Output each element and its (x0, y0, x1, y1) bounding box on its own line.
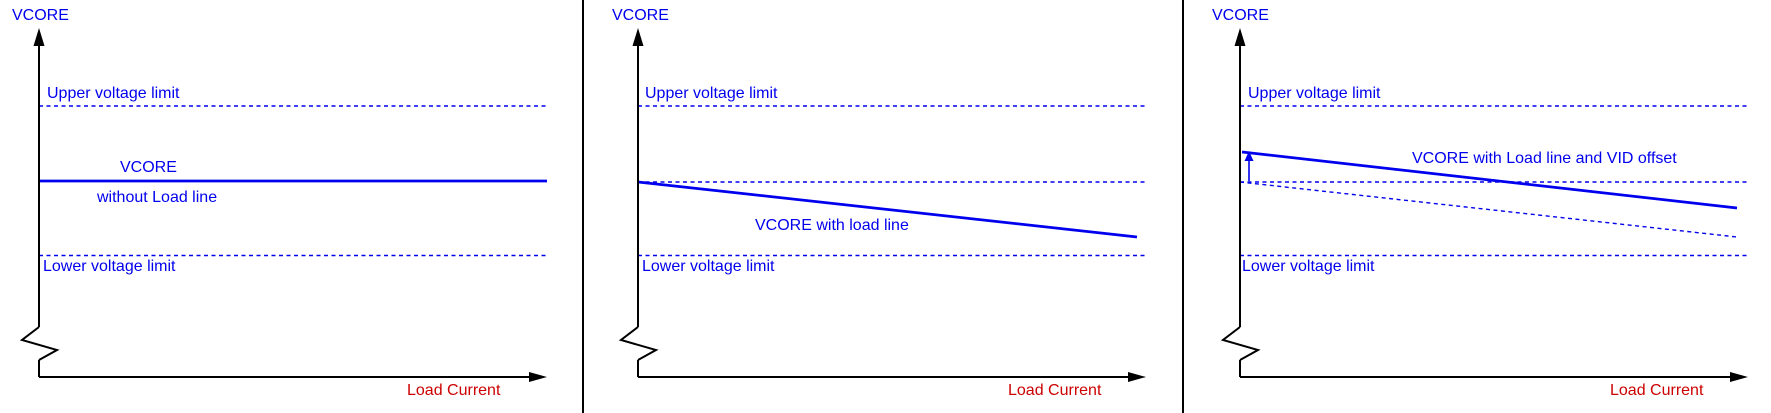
lower-limit-label: Lower voltage limit (43, 258, 176, 275)
panel3-plot (1220, 28, 1749, 382)
curve-sublabel: without Load line (97, 189, 218, 206)
panel-divider (582, 0, 584, 413)
y-axis-arrowhead (33, 28, 45, 46)
load-line-without-offset-dashed (1239, 181, 1738, 238)
curve-label: VCORE with load line (755, 217, 909, 234)
y-axis-arrowhead (1234, 28, 1246, 46)
upper-limit-label: Upper voltage limit (1248, 85, 1381, 102)
y-axis-break (1220, 326, 1261, 361)
upper-limit-label: Upper voltage limit (47, 85, 180, 102)
panel-divider (1182, 0, 1184, 413)
panel-with-load-line: VCORE Upper voltage limit VCORE with loa… (584, 0, 1182, 413)
panel2-plot (618, 28, 1147, 382)
x-axis-title: Load Current (407, 382, 501, 399)
y-axis-title: VCORE (1212, 7, 1269, 24)
vcore-load-line (637, 180, 1138, 239)
panel1-plot (19, 28, 548, 382)
lower-limit-label: Lower voltage limit (1242, 258, 1375, 275)
y-axis-break (618, 326, 659, 361)
vid-offset-arrowhead (1244, 151, 1254, 161)
curve-label: VCORE with Load line and VID offset (1412, 150, 1677, 167)
panel-without-load-line: VCORE Upper voltage limit VCORE without … (0, 0, 582, 413)
x-axis-title: Load Current (1610, 382, 1704, 399)
x-axis-arrowhead (1128, 372, 1146, 382)
x-axis-title: Load Current (1008, 382, 1102, 399)
panel-load-line-vid-offset: VCORE Upper voltage limit VCORE with Loa… (1184, 0, 1771, 413)
vcore-offset-load-line (1241, 150, 1738, 210)
y-axis-break (19, 326, 60, 361)
y-axis-title: VCORE (12, 7, 69, 24)
x-axis-arrowhead (1730, 372, 1748, 382)
upper-limit-label: Upper voltage limit (645, 85, 778, 102)
y-axis-title: VCORE (612, 7, 669, 24)
curve-label: VCORE (120, 159, 177, 176)
lower-limit-label: Lower voltage limit (642, 258, 775, 275)
y-axis-arrowhead (632, 28, 644, 46)
x-axis-arrowhead (529, 372, 547, 382)
